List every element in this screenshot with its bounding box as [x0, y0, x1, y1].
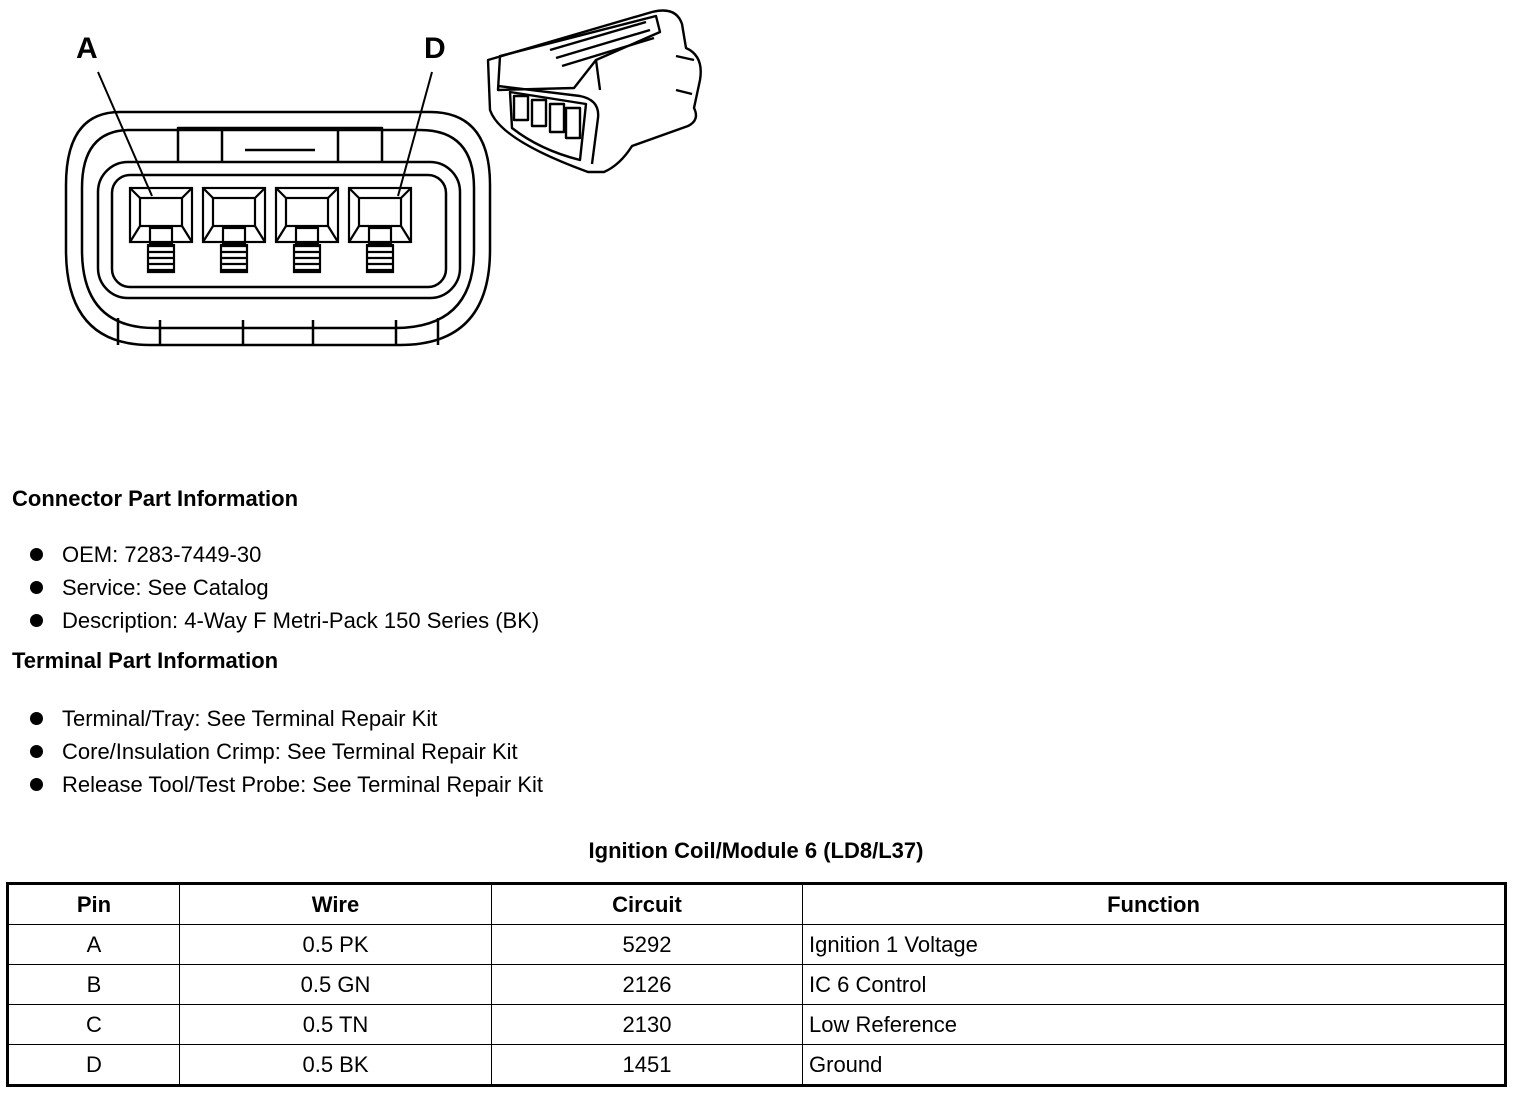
- list-item: Service: See Catalog: [30, 571, 539, 604]
- terminal-part-info-list: Terminal/Tray: See Terminal Repair Kit C…: [30, 702, 543, 801]
- connector-diagram: A D: [64, 9, 702, 347]
- bullet-icon: [30, 548, 43, 561]
- bullet-icon: [30, 614, 43, 627]
- connector-part-info-title: Connector Part Information: [12, 486, 299, 511]
- header-function: Function: [802, 883, 1506, 925]
- cell-function: Ignition 1 Voltage: [802, 924, 1506, 965]
- bullet-icon: [30, 778, 43, 791]
- connector-isometric: [486, 9, 702, 174]
- latch-tab: [176, 126, 384, 162]
- table-row: B 0.5 GN 2126 IC 6 Control: [7, 964, 1506, 1005]
- terminal-cavity: [128, 186, 194, 244]
- terminal-part-info-title: Terminal Part Information: [12, 648, 279, 673]
- terminal-cavity: [347, 186, 413, 244]
- pin-table-title: Ignition Coil/Module 6 (LD8/L37): [588, 838, 924, 863]
- cell-wire: 0.5 TN: [179, 1004, 492, 1045]
- cell-function: IC 6 Control: [802, 964, 1506, 1005]
- list-item: Release Tool/Test Probe: See Terminal Re…: [30, 768, 543, 801]
- list-item: OEM: 7283-7449-30: [30, 538, 539, 571]
- list-item: Terminal/Tray: See Terminal Repair Kit: [30, 702, 543, 735]
- cell-wire: 0.5 BK: [179, 1044, 492, 1086]
- pin-table: Pin Wire Circuit Function A 0.5 PK 5292 …: [6, 882, 1507, 1087]
- cell-wire: 0.5 PK: [179, 924, 492, 965]
- cell-pin: B: [7, 964, 180, 1005]
- cell-function: Low Reference: [802, 1004, 1506, 1045]
- callout-d: D: [424, 32, 446, 65]
- cell-pin: A: [7, 924, 180, 965]
- header-circuit: Circuit: [491, 883, 803, 925]
- cell-circuit: 1451: [491, 1044, 803, 1086]
- cell-circuit: 5292: [491, 924, 803, 965]
- terminal-cavity: [274, 186, 340, 244]
- table-row: A 0.5 PK 5292 Ignition 1 Voltage: [7, 924, 1506, 965]
- bullet-icon: [30, 745, 43, 758]
- bullet-icon: [30, 712, 43, 725]
- housing-outer: [64, 110, 492, 347]
- cell-pin: C: [7, 1004, 180, 1045]
- bullet-icon: [30, 581, 43, 594]
- callout-a: A: [76, 32, 98, 65]
- connector-face: [96, 160, 462, 300]
- terminal-cavity: [201, 186, 267, 244]
- cell-circuit: 2126: [491, 964, 803, 1005]
- header-pin: Pin: [7, 883, 180, 925]
- cell-function: Ground: [802, 1044, 1506, 1086]
- connector-part-info-list: OEM: 7283-7449-30 Service: See Catalog D…: [30, 538, 539, 637]
- table-header-row: Pin Wire Circuit Function: [7, 883, 1506, 925]
- cell-circuit: 2130: [491, 1004, 803, 1045]
- table-row: C 0.5 TN 2130 Low Reference: [7, 1004, 1506, 1045]
- cell-wire: 0.5 GN: [179, 964, 492, 1005]
- list-item: Core/Insulation Crimp: See Terminal Repa…: [30, 735, 543, 768]
- cell-pin: D: [7, 1044, 180, 1086]
- list-item: Description: 4-Way F Metri-Pack 150 Seri…: [30, 604, 539, 637]
- table-row: D 0.5 BK 1451 Ground: [7, 1044, 1506, 1086]
- header-wire: Wire: [179, 883, 492, 925]
